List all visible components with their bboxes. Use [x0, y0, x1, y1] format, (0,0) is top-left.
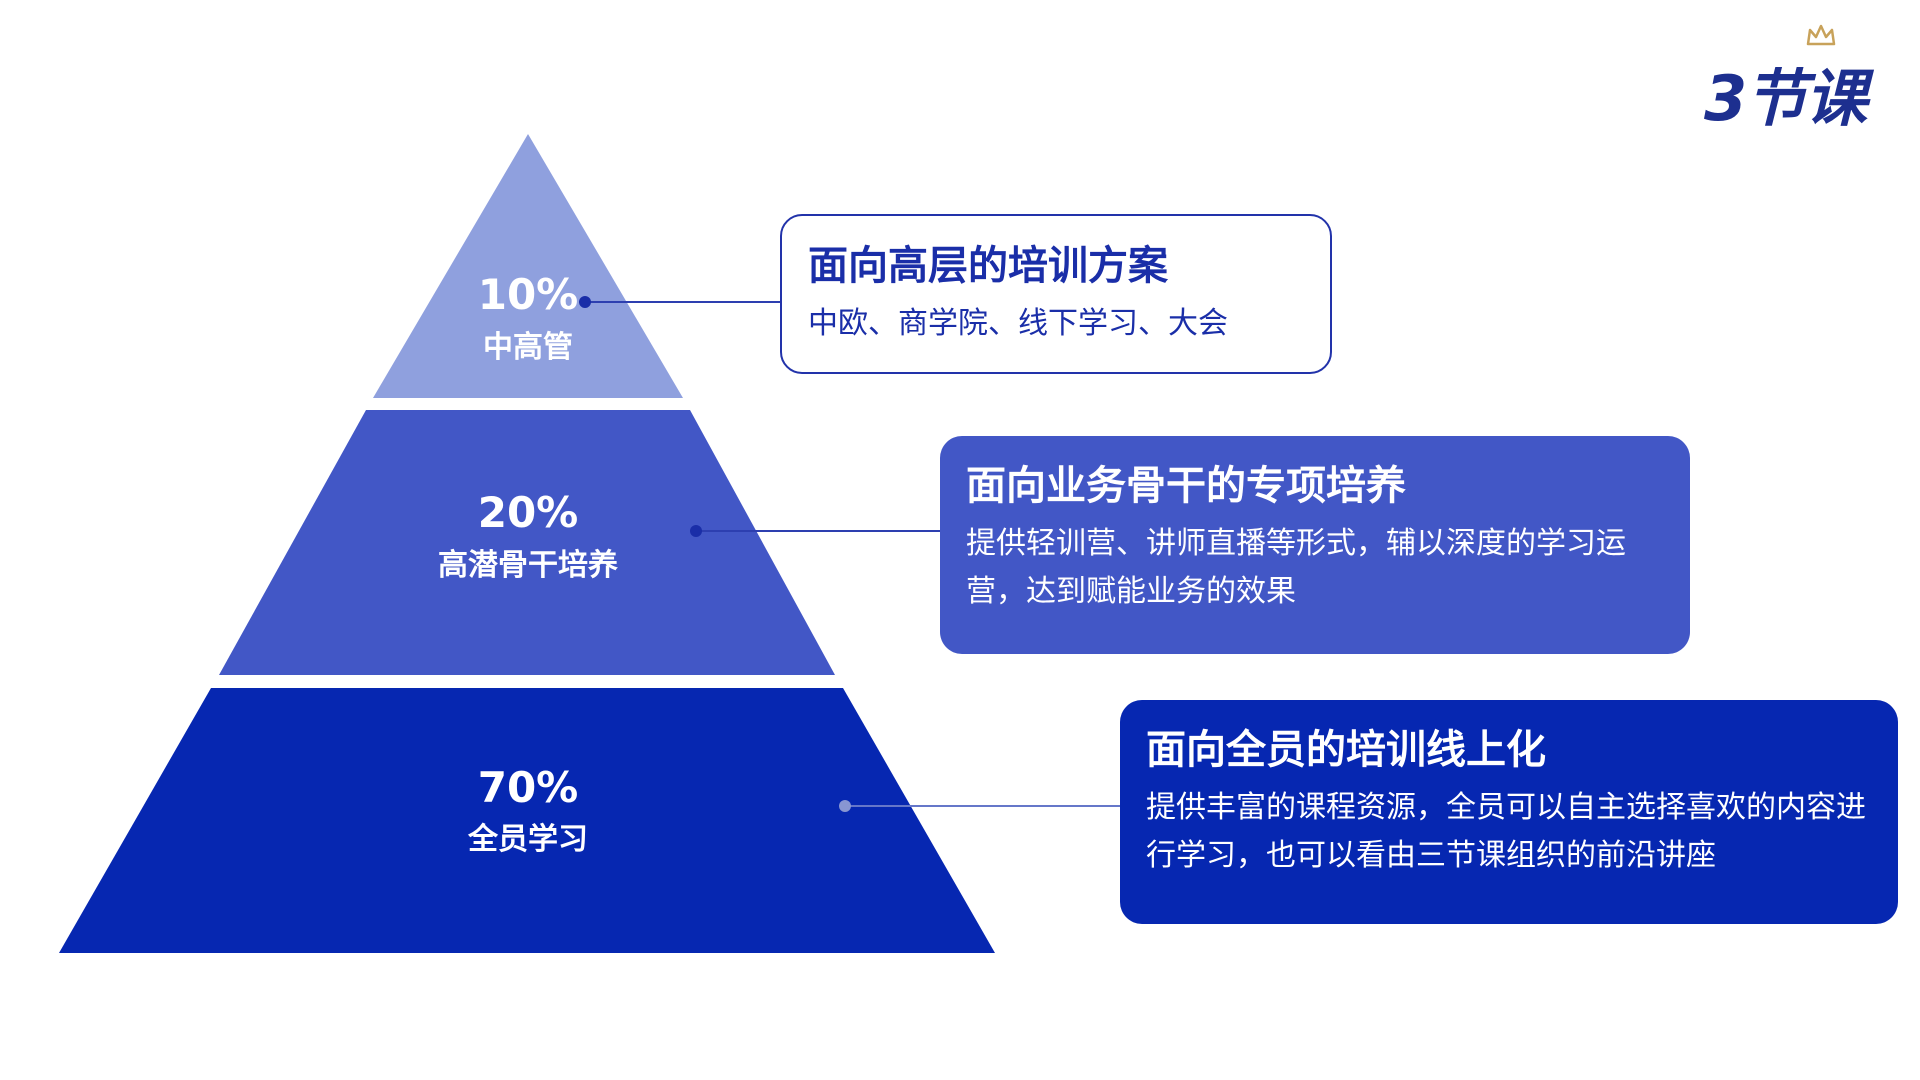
card-all-staff-title: 面向全员的培训线上化	[1146, 727, 1546, 773]
card-business-backbone-title: 面向业务骨干的专项培养	[966, 463, 1406, 509]
card-executives-description: 中欧、商学院、线下学习、大会	[808, 306, 1228, 341]
logo-text: 3节课	[1704, 62, 1867, 135]
tier-top-label: 中高管	[483, 330, 573, 365]
tier-bottom-percent: 70%	[477, 763, 579, 812]
tier-top-percent: 10%	[477, 270, 579, 319]
crown-icon	[1806, 24, 1836, 46]
pyramid-tier-bottom	[59, 688, 995, 953]
pyramid-tier-top	[373, 134, 683, 398]
card-business-backbone-description: 提供轻训营、讲师直播等形式，辅以深度的学习运营，达到赋能业务的效果	[966, 526, 1626, 609]
tier-middle-percent: 20%	[477, 488, 579, 537]
connector-dot-3	[839, 800, 851, 812]
tier-middle-label: 高潜骨干培养	[438, 548, 618, 583]
pyramid-tier-middle	[219, 410, 835, 675]
connector-dot-1	[579, 296, 591, 308]
tier-bottom-label: 全员学习	[468, 822, 588, 857]
card-all-staff-description: 提供丰富的课程资源，全员可以自主选择喜欢的内容进行学习，也可以看由三节课组织的前…	[1146, 790, 1866, 873]
brand-logo: 3节课	[1694, 20, 1894, 135]
card-executives: 面向高层的培训方案 中欧、商学院、线下学习、大会	[780, 214, 1332, 374]
card-business-backbone: 面向业务骨干的专项培养 提供轻训营、讲师直播等形式，辅以深度的学习运营，达到赋能…	[940, 436, 1690, 654]
card-all-staff: 面向全员的培训线上化 提供丰富的课程资源，全员可以自主选择喜欢的内容进行学习，也…	[1120, 700, 1898, 924]
card-executives-title: 面向高层的培训方案	[808, 243, 1168, 289]
connector-dot-2	[690, 525, 702, 537]
